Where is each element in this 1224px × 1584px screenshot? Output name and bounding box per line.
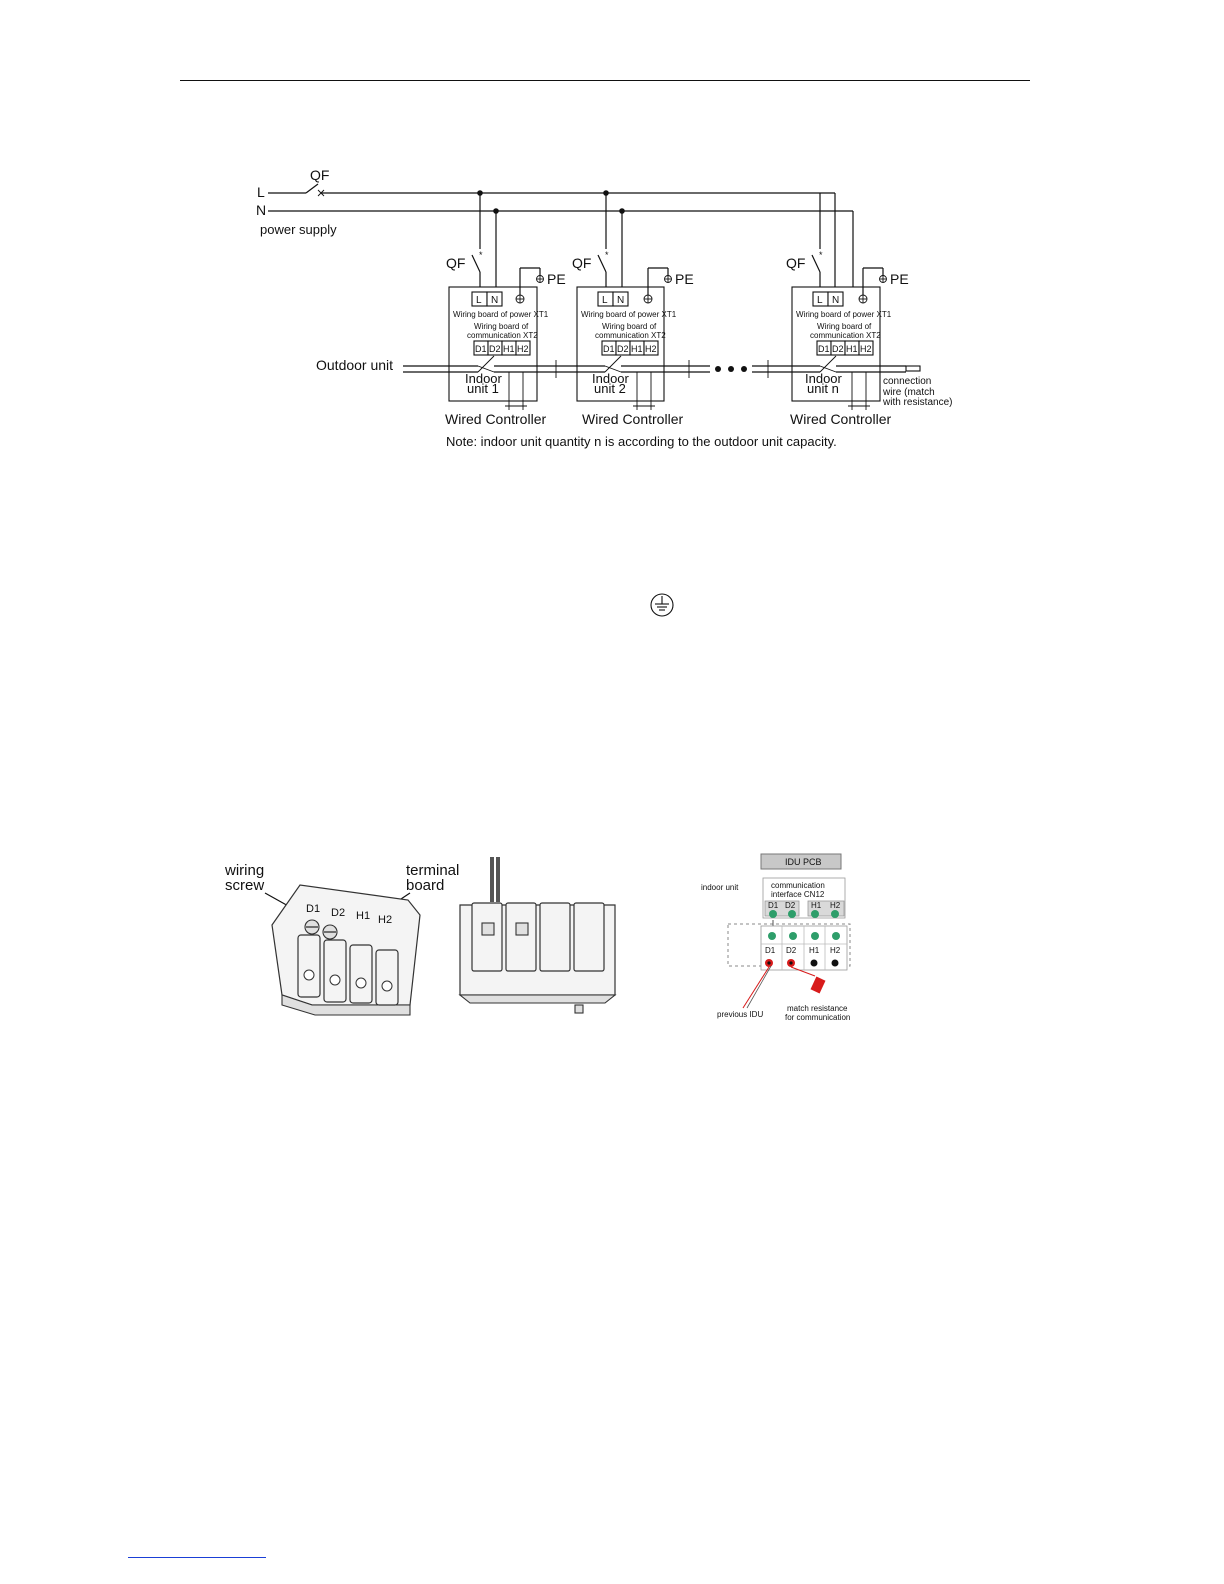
svg-text:unit n: unit n bbox=[807, 381, 839, 396]
svg-text:D2: D2 bbox=[832, 344, 844, 354]
svg-text:D2: D2 bbox=[489, 344, 501, 354]
comm-interface-2: interface CN12 bbox=[771, 890, 825, 899]
wired-controller-2: Wired Controller bbox=[582, 411, 683, 427]
wired-controller-1: Wired Controller bbox=[445, 411, 546, 427]
svg-text:L: L bbox=[817, 295, 823, 306]
idu-pcb-figure: IDU PCB indoor unit communication interf… bbox=[701, 853, 851, 1022]
svg-text:D2: D2 bbox=[785, 901, 796, 910]
terminal-block-front bbox=[458, 857, 617, 1014]
wiring-screw-label-2: screw bbox=[225, 877, 264, 894]
match-resistance-1: match resistance bbox=[787, 1004, 848, 1013]
svg-text:Indoor: Indoor bbox=[465, 371, 503, 386]
svg-text:PE: PE bbox=[890, 271, 909, 287]
svg-text:D1: D1 bbox=[475, 344, 487, 354]
svg-text:L: L bbox=[602, 295, 608, 306]
power-supply-label: power supply bbox=[260, 222, 337, 237]
svg-text:H1: H1 bbox=[631, 344, 643, 354]
svg-text:N: N bbox=[617, 295, 624, 306]
line-L-label: L bbox=[257, 184, 265, 200]
footer-link-underline[interactable] bbox=[128, 1557, 266, 1558]
u1-power-board: Wiring board of power XT1 bbox=[453, 310, 549, 319]
indoor-unit-1-block: QF * L N PE Wiring board of power XT1 Wi… bbox=[445, 250, 566, 427]
outdoor-unit-label: Outdoor unit bbox=[316, 357, 393, 373]
main-breaker-label: QF bbox=[310, 167, 329, 183]
svg-text:D1: D1 bbox=[768, 901, 779, 910]
svg-text:H2: H2 bbox=[860, 344, 872, 354]
svg-text:D2: D2 bbox=[331, 907, 345, 919]
svg-text:communication XT2: communication XT2 bbox=[810, 331, 881, 340]
svg-text:H2: H2 bbox=[830, 946, 841, 955]
connection-wire-1: connection bbox=[883, 376, 931, 387]
svg-text:D1: D1 bbox=[818, 344, 830, 354]
match-resistance-2: for communication bbox=[785, 1013, 850, 1022]
svg-text:Wiring board of: Wiring board of bbox=[602, 322, 657, 331]
connection-wire-3: with resistance) bbox=[882, 397, 952, 408]
svg-text:H1: H1 bbox=[809, 946, 820, 955]
indoor-unit-n-block: QF * L N PE Wiring board of power XT1 Wi… bbox=[786, 250, 909, 427]
line-N-label: N bbox=[256, 202, 266, 218]
u1-term-N: N bbox=[491, 295, 498, 306]
unit1-breaker-label: QF bbox=[446, 255, 465, 271]
svg-text:unit 1: unit 1 bbox=[467, 381, 499, 396]
wiring-screw-label-1: wiring bbox=[224, 862, 264, 879]
svg-text:D1: D1 bbox=[765, 946, 776, 955]
terminal-board-label-1: terminal bbox=[406, 862, 459, 879]
svg-text:QF: QF bbox=[786, 255, 805, 271]
svg-text:QF: QF bbox=[572, 255, 591, 271]
svg-text:Wiring board of power XT1: Wiring board of power XT1 bbox=[796, 310, 892, 319]
idu-pcb-header: IDU PCB bbox=[785, 857, 822, 867]
svg-text:PE: PE bbox=[675, 271, 694, 287]
connection-wire-2: wire (match bbox=[882, 387, 935, 398]
svg-text:unit 2: unit 2 bbox=[594, 381, 626, 396]
svg-text:D2: D2 bbox=[786, 946, 797, 955]
u1-term-L: L bbox=[476, 295, 482, 306]
svg-text:D1: D1 bbox=[603, 344, 615, 354]
terminal-block-isometric: D1 D2 H1 H2 bbox=[271, 884, 421, 1016]
svg-text:H2: H2 bbox=[378, 914, 392, 926]
svg-text:H1: H1 bbox=[503, 344, 515, 354]
svg-text:H1: H1 bbox=[811, 901, 822, 910]
svg-text:H2: H2 bbox=[645, 344, 657, 354]
wiring-diagram: L N QF power supply QF * L N PE Wiring b… bbox=[256, 167, 952, 449]
indoor-unit-label: indoor unit bbox=[701, 883, 739, 892]
capacity-note: Note: indoor unit quantity n is accordin… bbox=[446, 434, 837, 449]
ground-icon bbox=[650, 593, 674, 617]
svg-text:H2: H2 bbox=[830, 901, 841, 910]
previous-idu-label: previous IDU bbox=[717, 1010, 763, 1019]
svg-text:D1: D1 bbox=[306, 903, 320, 915]
svg-text:H2: H2 bbox=[517, 344, 529, 354]
svg-text:Wiring board of power XT1: Wiring board of power XT1 bbox=[581, 310, 677, 319]
svg-text:H1: H1 bbox=[356, 910, 370, 922]
match-resistor bbox=[810, 976, 826, 994]
svg-text:*: * bbox=[819, 250, 823, 260]
idu-pcb-header-box bbox=[760, 853, 842, 870]
svg-text:Wiring board of: Wiring board of bbox=[817, 322, 872, 331]
svg-text:*: * bbox=[479, 250, 483, 260]
comm-interface-1: communication bbox=[771, 881, 825, 890]
svg-text:H1: H1 bbox=[846, 344, 858, 354]
svg-text:communication XT2: communication XT2 bbox=[467, 331, 538, 340]
svg-text:*: * bbox=[605, 250, 609, 260]
svg-text:Wiring board of: Wiring board of bbox=[474, 322, 529, 331]
svg-text:Indoor: Indoor bbox=[592, 371, 630, 386]
u1-PE: PE bbox=[547, 271, 566, 287]
wired-controller-n: Wired Controller bbox=[790, 411, 891, 427]
terminal-board-figure: wiring screw terminal board D1 D2 H1 H2 bbox=[224, 857, 617, 1016]
svg-text:communication XT2: communication XT2 bbox=[595, 331, 666, 340]
svg-text:N: N bbox=[832, 295, 839, 306]
svg-text:D2: D2 bbox=[617, 344, 629, 354]
header-rule bbox=[180, 80, 1030, 81]
indoor-unit-2-block: QF * L N PE Wiring board of power XT1 Wi… bbox=[572, 250, 694, 427]
terminal-board-label-2: board bbox=[406, 877, 444, 894]
svg-text:Indoor: Indoor bbox=[805, 371, 843, 386]
